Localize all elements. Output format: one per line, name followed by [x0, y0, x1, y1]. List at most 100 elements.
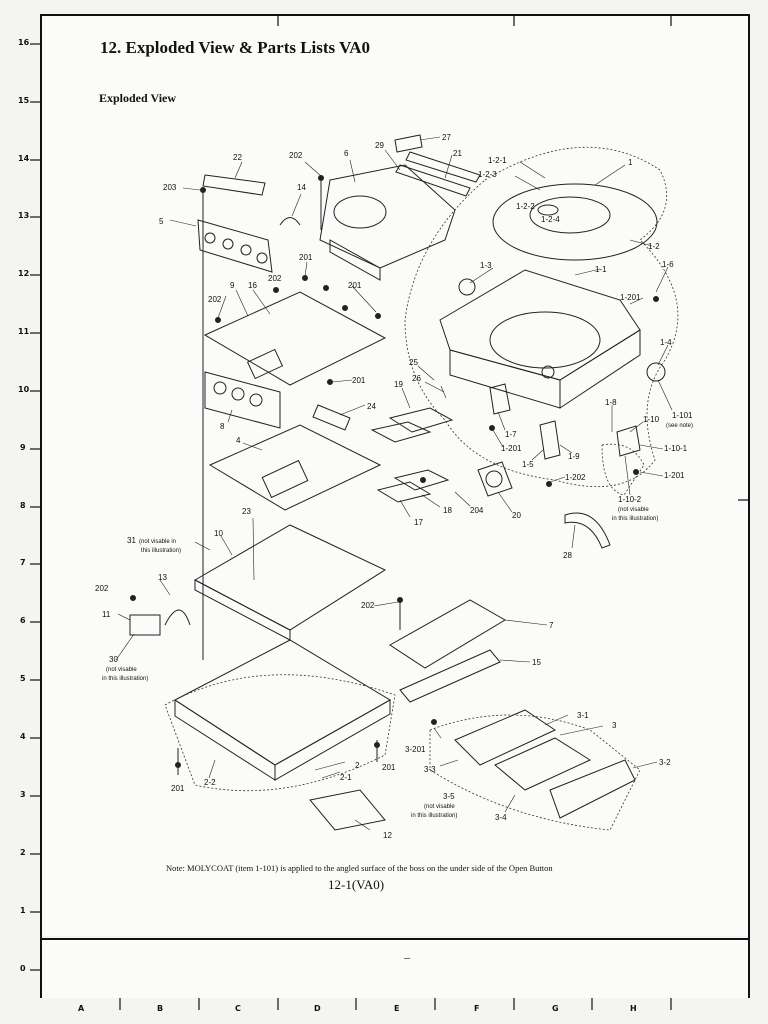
part-label: 15 — [532, 658, 541, 667]
column-label: C — [235, 1004, 241, 1013]
part-label: 3-5 — [443, 792, 455, 801]
part-label: 3-1 — [577, 711, 589, 720]
part-label: 24 — [367, 402, 376, 411]
part-label: 28 — [563, 551, 572, 560]
frame-ticks — [30, 14, 750, 1010]
part-label: 202 — [361, 601, 375, 610]
column-label: E — [394, 1004, 400, 1013]
part-label: 16 — [248, 281, 257, 290]
part-note: in this illustration) — [612, 516, 658, 522]
part-label: 1-3 — [480, 261, 492, 270]
part-label: 202 — [289, 151, 303, 160]
row-label: 3 — [20, 790, 26, 799]
part-label: 204 — [470, 506, 484, 515]
row-label: 1 — [20, 906, 26, 915]
part-label: 26 — [412, 374, 421, 383]
row-label: 2 — [20, 848, 26, 857]
part-label: 1-201 — [501, 444, 522, 453]
part-label: 2-1 — [340, 773, 352, 782]
section-subtitle: Exploded View — [99, 91, 177, 105]
page-title: 12. Exploded View & Parts Lists VA0 — [100, 38, 370, 57]
row-label: 15 — [18, 96, 30, 105]
part-label: 8 — [220, 422, 225, 431]
part-label: 3 — [612, 721, 617, 730]
part-label: 3-4 — [495, 813, 507, 822]
row-label: 11 — [18, 327, 30, 336]
part-label: 20 — [512, 511, 521, 520]
part-label: 14 — [297, 183, 306, 192]
part-note: in this illustration) — [102, 676, 148, 682]
part-label: 1-2-2 — [516, 202, 535, 211]
column-label: A — [78, 1004, 85, 1013]
part-label: 3-3 — [424, 765, 436, 774]
part-label: 21 — [453, 149, 462, 158]
row-label: 7 — [20, 558, 26, 567]
part-label: 1-8 — [605, 398, 617, 407]
part-label: 5 — [159, 217, 164, 226]
part-label: 3-2 — [659, 758, 671, 767]
column-label: G — [552, 1004, 559, 1013]
part-note: (not visable — [618, 507, 649, 513]
part-label: 10 — [214, 529, 223, 538]
part-label: 7 — [549, 621, 554, 630]
part-label: 1-4 — [660, 338, 672, 347]
part-label: 11 — [102, 610, 111, 619]
column-label: D — [314, 1004, 321, 1013]
part-note: in this illustration) — [411, 813, 457, 819]
row-label: 10 — [18, 385, 30, 394]
row-label: 8 — [20, 501, 26, 510]
part-note: (not visable in — [139, 539, 176, 545]
part-note: (not visable — [424, 804, 455, 810]
part-label: 1-7 — [505, 430, 517, 439]
part-label: 13 — [158, 573, 167, 582]
part-label: 202 — [208, 295, 222, 304]
part-labels: 22 202 6 29 21 27 203 14 5 201 202 9 16 … — [95, 133, 693, 840]
row-label: 13 — [18, 211, 30, 220]
part-label: 1-202 — [565, 473, 586, 482]
page-number: 12-1(VA0) — [328, 877, 385, 892]
part-label: 30 — [109, 655, 118, 664]
part-note: (not visable — [106, 667, 137, 673]
column-label: H — [630, 1004, 637, 1013]
part-label: 1-10-1 — [664, 444, 688, 453]
row-label: 5 — [20, 674, 26, 683]
part-label: 22 — [233, 153, 242, 162]
part-label: 1-9 — [568, 452, 580, 461]
part-label: 1-201 — [664, 471, 685, 480]
column-label: F — [474, 1004, 480, 1013]
part-label: 2 — [355, 761, 360, 770]
part-label: 1 — [628, 158, 633, 167]
part-label: 4 — [236, 436, 241, 445]
part-label: 25 — [409, 358, 418, 367]
part-label: 1-1 — [595, 265, 607, 274]
part-label: 1-2 — [648, 242, 660, 251]
part-label: 23 — [242, 507, 251, 516]
part-label: 1-201 — [620, 293, 641, 302]
part-label: 201 — [348, 281, 362, 290]
part-label: 1-6 — [662, 260, 674, 269]
molycoat-note: Note: MOLYCOAT (item 1-101) is applied t… — [166, 863, 553, 873]
part-label: 1-10-2 — [618, 495, 642, 504]
part-label: 31 — [127, 536, 136, 545]
part-label: 27 — [442, 133, 451, 142]
part-label: 17 — [414, 518, 423, 527]
part-label: 18 — [443, 506, 452, 515]
part-label: 19 — [394, 380, 403, 389]
part-label: 201 — [352, 376, 366, 385]
title-block: – — [42, 938, 748, 998]
part-label: 6 — [344, 149, 349, 158]
part-label: 1-101 — [672, 411, 693, 420]
title-block-mark: – — [404, 950, 410, 964]
row-label: 16 — [18, 38, 30, 47]
part-label: 202 — [95, 584, 109, 593]
row-label: 0 — [20, 964, 26, 973]
part-label: 9 — [230, 281, 235, 290]
part-label: 1-2-3 — [478, 170, 497, 179]
part-label: 202 — [268, 274, 282, 283]
part-note: this illustration) — [141, 548, 181, 554]
row-label: 12 — [18, 269, 30, 278]
part-label: 1-10 — [643, 415, 660, 424]
part-label: 1-2-4 — [541, 215, 560, 224]
part-label: 29 — [375, 141, 384, 150]
